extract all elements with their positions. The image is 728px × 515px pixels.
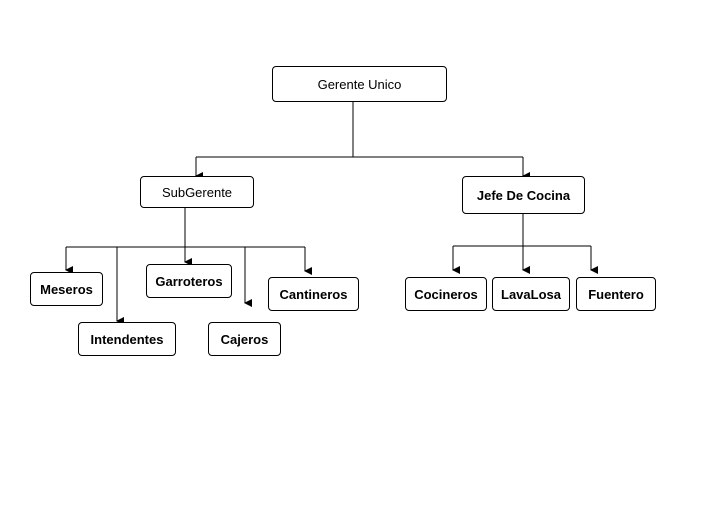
node-garroteros: Garroteros: [146, 264, 232, 298]
node-cantineros: Cantineros: [268, 277, 359, 311]
node-subgerente: SubGerente: [140, 176, 254, 208]
node-cajeros: Cajeros: [208, 322, 281, 356]
node-cocineros: Cocineros: [405, 277, 487, 311]
node-label: Jefe De Cocina: [476, 187, 571, 203]
node-label: Gerente Unico: [317, 76, 402, 92]
node-gerente-unico: Gerente Unico: [272, 66, 447, 102]
node-label: Cajeros: [220, 331, 269, 347]
node-label: Fuentero: [588, 286, 644, 302]
node-lavalosa: LavaLosa: [492, 277, 570, 311]
node-label: Cocineros: [414, 286, 478, 302]
node-label: Garroteros: [155, 273, 223, 289]
node-label: Cantineros: [279, 286, 348, 302]
node-label: LavaLosa: [501, 286, 561, 302]
node-label: SubGerente: [161, 184, 233, 200]
node-intendentes: Intendentes: [78, 322, 176, 356]
node-label: Meseros: [40, 281, 93, 297]
node-label: Intendentes: [90, 331, 164, 347]
node-meseros: Meseros: [30, 272, 103, 306]
node-jefe-de-cocina: Jefe De Cocina: [462, 176, 585, 214]
node-fuentero: Fuentero: [576, 277, 656, 311]
